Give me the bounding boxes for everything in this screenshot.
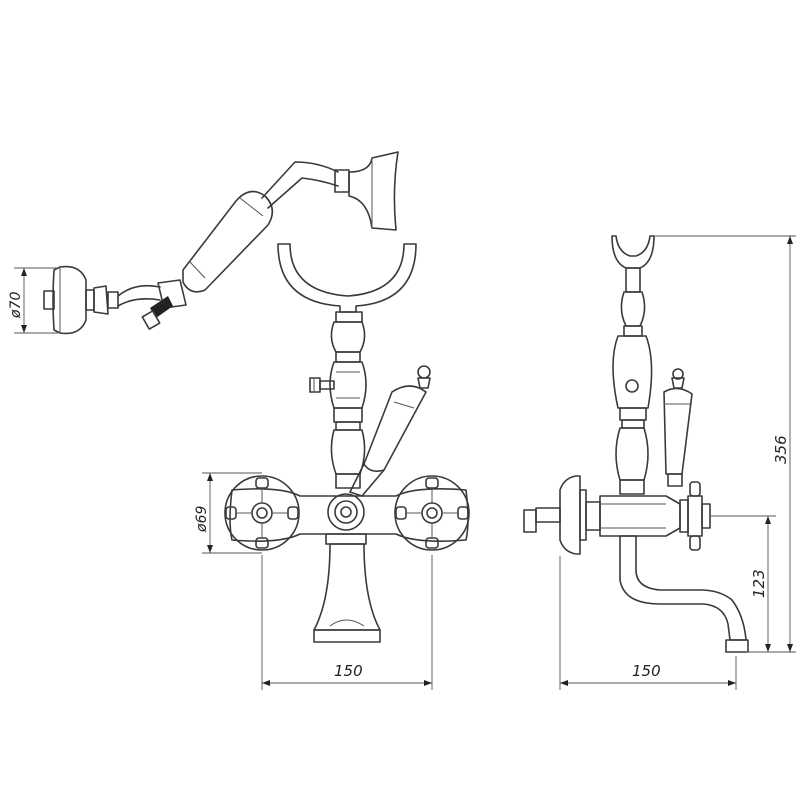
shower-hose: [117, 284, 161, 297]
shower-cradle: [277, 243, 417, 313]
dim-label-dia69: ø69: [194, 506, 210, 533]
dim-flange-diameter: ø69: [194, 472, 262, 554]
side-column: [612, 267, 653, 495]
dim-label-123: 123: [750, 569, 768, 598]
diverter-lever: [349, 365, 431, 497]
dim-label-side-150: 150: [632, 662, 661, 680]
hand-shower-assembly: [43, 151, 399, 335]
center-connector: [327, 493, 365, 531]
shower-head: [348, 151, 399, 231]
side-lever: [663, 368, 693, 487]
diverter-knob: [309, 377, 335, 393]
dim-handset-diameter: ø70: [8, 267, 58, 334]
side-spout: [619, 535, 747, 641]
side-view: [523, 235, 749, 653]
side-cradle: [611, 235, 655, 269]
dim-spout-height: 123: [710, 515, 776, 653]
side-wall-flange: [523, 475, 587, 555]
dim-label-front-150: 150: [334, 662, 363, 680]
wall-bracket: [43, 265, 119, 335]
side-body: [599, 495, 681, 537]
front-view: [224, 243, 470, 643]
dim-front-width: 150: [261, 555, 433, 690]
dim-side-width: 150: [559, 556, 737, 690]
shower-handle: [182, 190, 274, 293]
dim-label-dia70: ø70: [8, 292, 24, 319]
right-handle: [394, 475, 470, 551]
riser-column: [329, 311, 367, 489]
left-handle: [224, 475, 300, 551]
mixer-body: [229, 488, 469, 542]
dim-total-height: 356: [654, 235, 796, 653]
dim-label-356: 356: [772, 435, 790, 464]
side-handle: [679, 481, 711, 551]
front-spout: [313, 533, 381, 643]
